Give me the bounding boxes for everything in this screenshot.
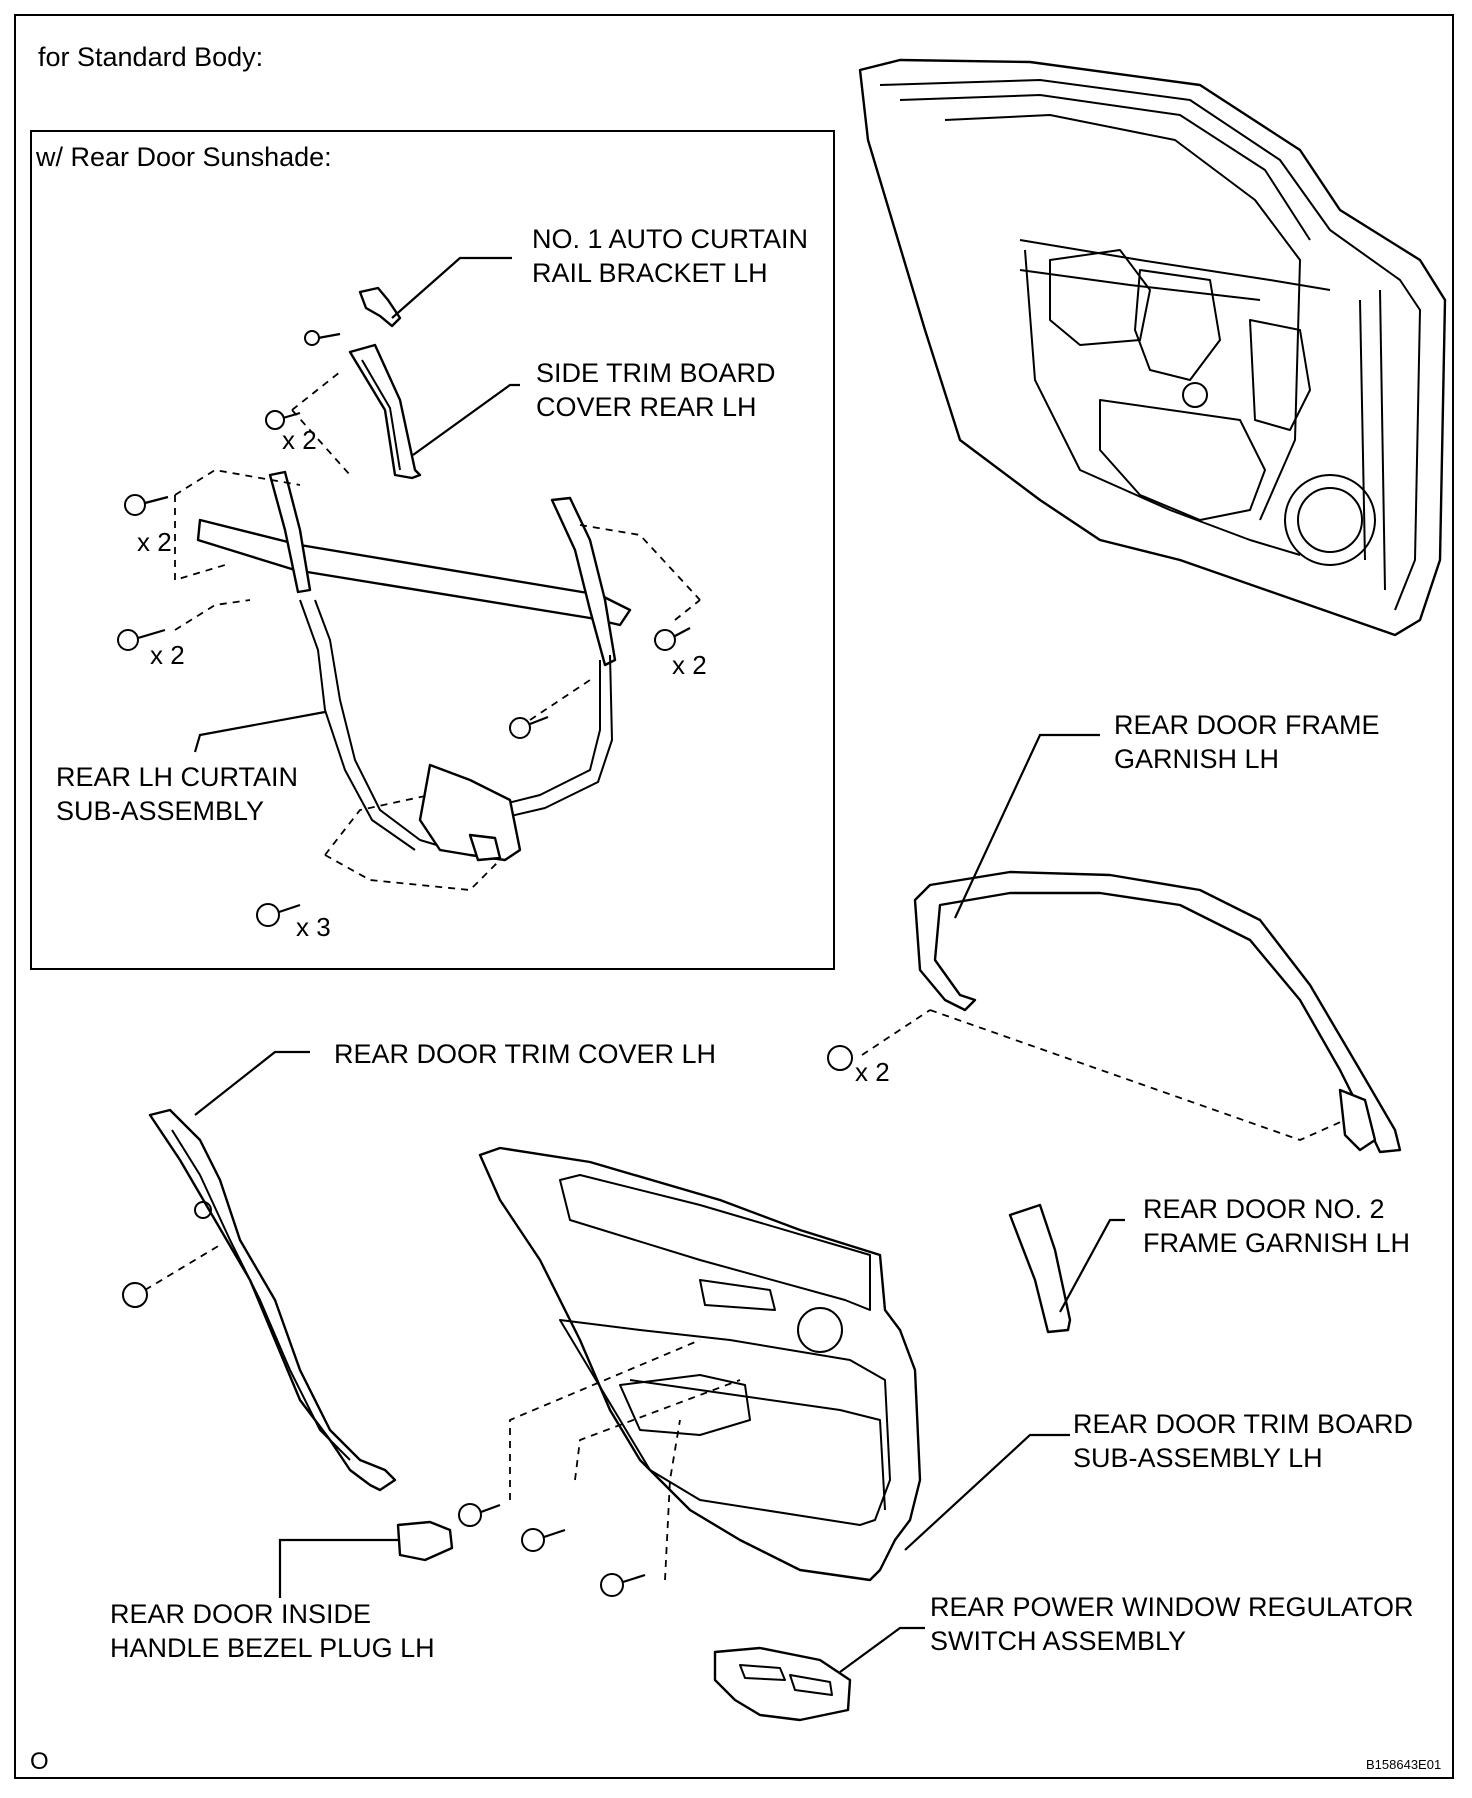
side-trim-cover-part bbox=[265, 343, 520, 480]
qty-cover-screws: x 2 bbox=[282, 425, 317, 455]
inset-title: w/ Rear Door Sunshade: bbox=[36, 142, 332, 172]
frame-garnish-part bbox=[827, 733, 1402, 1154]
body-type-heading: for Standard Body: bbox=[38, 42, 264, 72]
curtain-sub-assembly-part bbox=[193, 470, 632, 862]
trim-board-part bbox=[478, 1146, 1070, 1582]
footer-left-mark: O bbox=[30, 1748, 49, 1775]
qty-garnish-clips: x 2 bbox=[855, 1057, 890, 1087]
inset-fasteners bbox=[117, 494, 691, 927]
figure-id: B158643E01 bbox=[1366, 1757, 1442, 1772]
qty-left-bolts: x 2 bbox=[150, 640, 185, 670]
sunshade-inset-box bbox=[30, 130, 835, 970]
window-switch-part bbox=[713, 1626, 925, 1722]
qty-motor-bolts: x 3 bbox=[296, 912, 331, 942]
qty-upper-left-screws: x 2 bbox=[137, 527, 172, 557]
trim-cover-part bbox=[122, 1050, 397, 1492]
trim-board-fasteners bbox=[458, 1503, 646, 1597]
label-trim-cover: REAR DOOR TRIM COVER LH bbox=[334, 1039, 717, 1069]
no2-frame-garnish-part bbox=[1008, 1203, 1125, 1334]
diagram-frame bbox=[14, 14, 1454, 1779]
qty-right-screws: x 2 bbox=[672, 650, 707, 680]
rail-bracket-part bbox=[303, 256, 512, 346]
bezel-plug-part bbox=[278, 1520, 454, 1598]
rear-door-panel bbox=[858, 58, 1447, 637]
